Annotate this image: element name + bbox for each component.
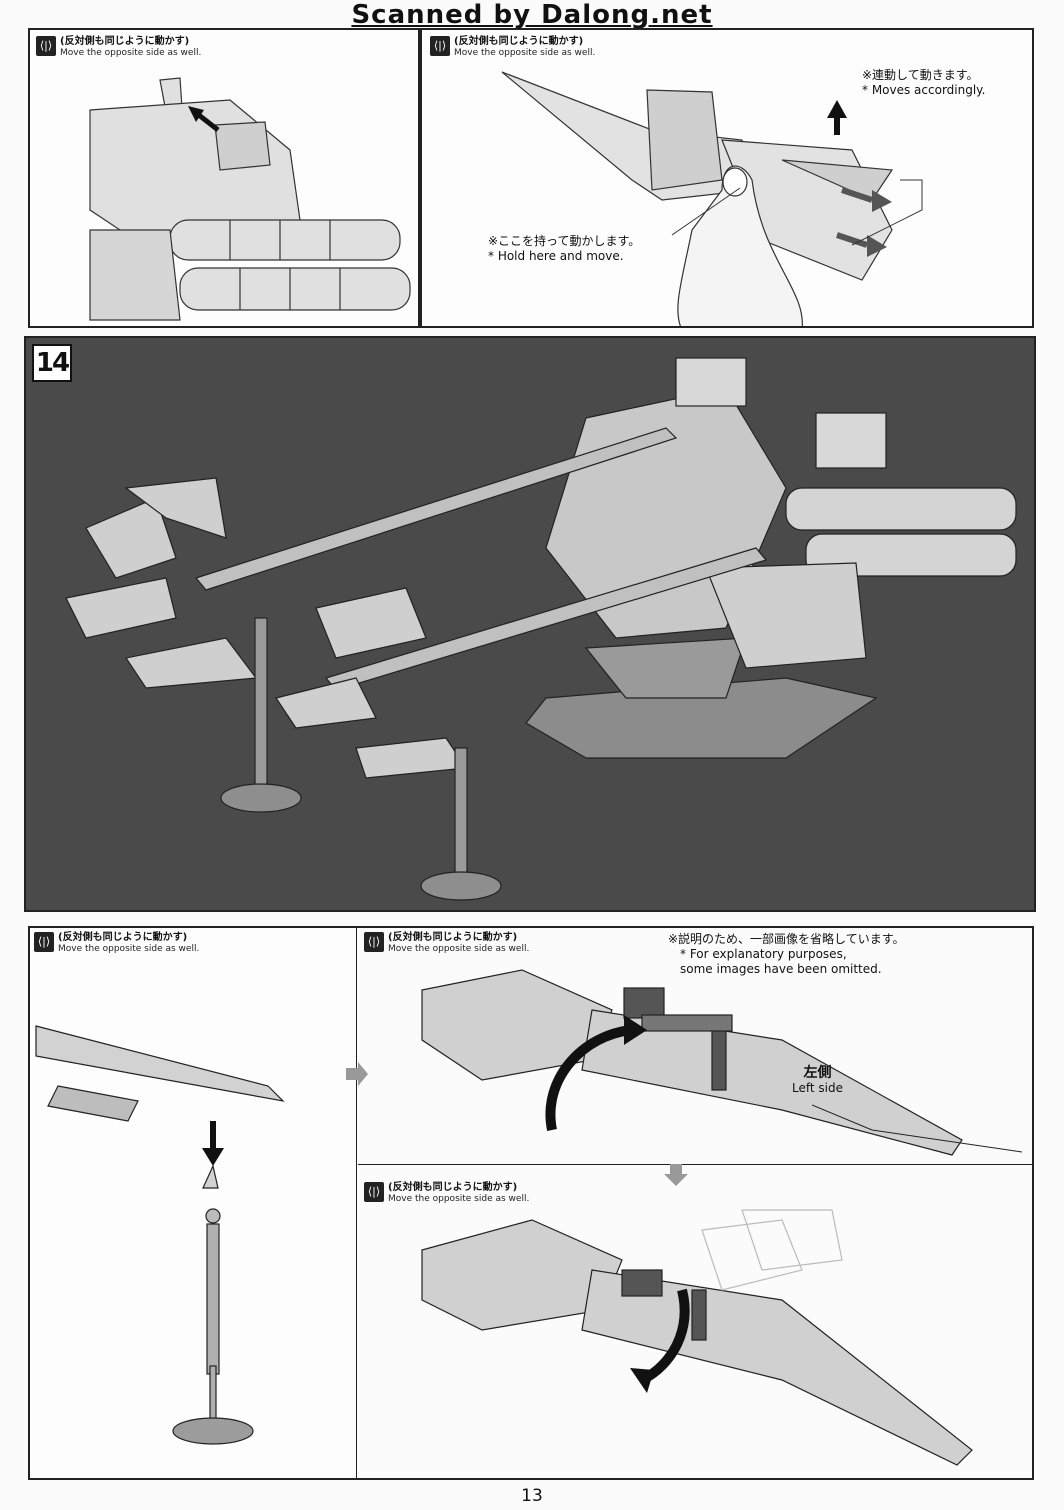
panel-bottom-right-upper: ⟨|⟩ (反対側も同じように動かす) Move the opposite sid… (362, 930, 1032, 1162)
mirror-icon: ⟨|⟩ (364, 932, 384, 952)
panel-top-left: ⟨|⟩ (反対側も同じように動かす) Move the opposite sid… (28, 28, 420, 328)
opposite-side-jp: (反対側も同じように動かす) (60, 36, 190, 47)
opposite-side-en: Move the opposite side as well. (60, 48, 202, 58)
down-arrow-icon (664, 1164, 688, 1186)
mirror-icon: ⟨|⟩ (364, 1182, 384, 1202)
divider (356, 926, 357, 1480)
hold-note-jp: ※ここを持って動かします。 (488, 234, 641, 248)
moves-note-en: * Moves accordingly. (862, 83, 986, 97)
divider (28, 926, 30, 1480)
panel-bottom-left: ⟨|⟩ (反対側も同じように動かす) Move the opposite sid… (28, 926, 356, 1480)
arrow-icon (202, 1148, 224, 1166)
opposite-side-jp: (反対側も同じように動かす) (388, 1182, 518, 1193)
left-side-label: 左側 Left side (792, 1066, 843, 1096)
hold-note: ※ここを持って動かします。 * Hold here and move. (488, 234, 640, 264)
mirror-icon: ⟨|⟩ (430, 36, 450, 56)
moves-note-jp: ※連動して動きます。 (862, 68, 979, 82)
left-side-en: Left side (792, 1081, 843, 1095)
opposite-side-en: Move the opposite side as well. (58, 944, 200, 954)
omit-note-jp: ※説明のため、一部画像を省略しています。 (668, 932, 905, 946)
opposite-side-jp: (反対側も同じように動かす) (454, 36, 584, 47)
left-side-jp: 左側 (803, 1065, 832, 1081)
opposite-side-header: ⟨|⟩ (反対側も同じように動かす) Move the opposite sid… (364, 932, 529, 955)
illustration-hand-moving-binder (501, 71, 923, 326)
page-number: 13 (521, 1486, 543, 1506)
omit-note-en-2: some images have been omitted. (680, 962, 882, 976)
omit-note: ※説明のため、一部画像を省略しています。 * For explanatory p… (668, 932, 905, 977)
panel-bottom-right-lower: ⟨|⟩ (反対側も同じように動かす) Move the opposite sid… (362, 1180, 1032, 1476)
illustration-arm-fold-up (421, 969, 963, 1156)
scan-credit: Scanned by Dalong.net (351, 0, 713, 30)
panel-top-right: ⟨|⟩ (反対側も同じように動かす) Move the opposite sid… (420, 28, 1034, 328)
divider (358, 1164, 1034, 1165)
divider (28, 926, 1034, 928)
illustration-shoulder-cover (89, 77, 411, 321)
panel-step-14: 14 (24, 336, 1036, 912)
opposite-side-header: ⟨|⟩ (反対側も同じように動かす) Move the opposite sid… (36, 36, 201, 59)
illustration-rifle-onto-stand (35, 1025, 285, 1445)
illustration-arm-fold-down (421, 1209, 973, 1466)
opposite-side-header: ⟨|⟩ (反対側も同じように動かす) Move the opposite sid… (430, 36, 595, 59)
next-arrow-icon (346, 1062, 368, 1086)
mirror-icon: ⟨|⟩ (36, 36, 56, 56)
curved-arrow-icon (630, 1368, 654, 1393)
opposite-side-jp: (反対側も同じように動かす) (58, 932, 188, 943)
opposite-side-en: Move the opposite side as well. (388, 944, 530, 954)
omit-note-en-1: * For explanatory purposes, (680, 947, 847, 961)
opposite-side-en: Move the opposite side as well. (388, 1194, 530, 1204)
leader-line (812, 1104, 1023, 1153)
divider (1032, 926, 1034, 1480)
divider (28, 1478, 1034, 1480)
hold-note-en: * Hold here and move. (488, 249, 624, 263)
opposite-side-jp: (反対側も同じように動かす) (388, 932, 518, 943)
illustration-completed-model-on-stands (65, 357, 1017, 901)
opposite-side-header: ⟨|⟩ (反対側も同じように動かす) Move the opposite sid… (34, 932, 199, 955)
mirror-icon: ⟨|⟩ (34, 932, 54, 952)
curved-arrow-icon (624, 1015, 647, 1045)
arrow-icon (188, 106, 204, 122)
opposite-side-en: Move the opposite side as well. (454, 48, 596, 58)
step-number: 14 (32, 344, 72, 382)
opposite-side-header: ⟨|⟩ (反対側も同じように動かす) Move the opposite sid… (364, 1182, 529, 1205)
moves-note: ※連動して動きます。 * Moves accordingly. (862, 68, 985, 98)
